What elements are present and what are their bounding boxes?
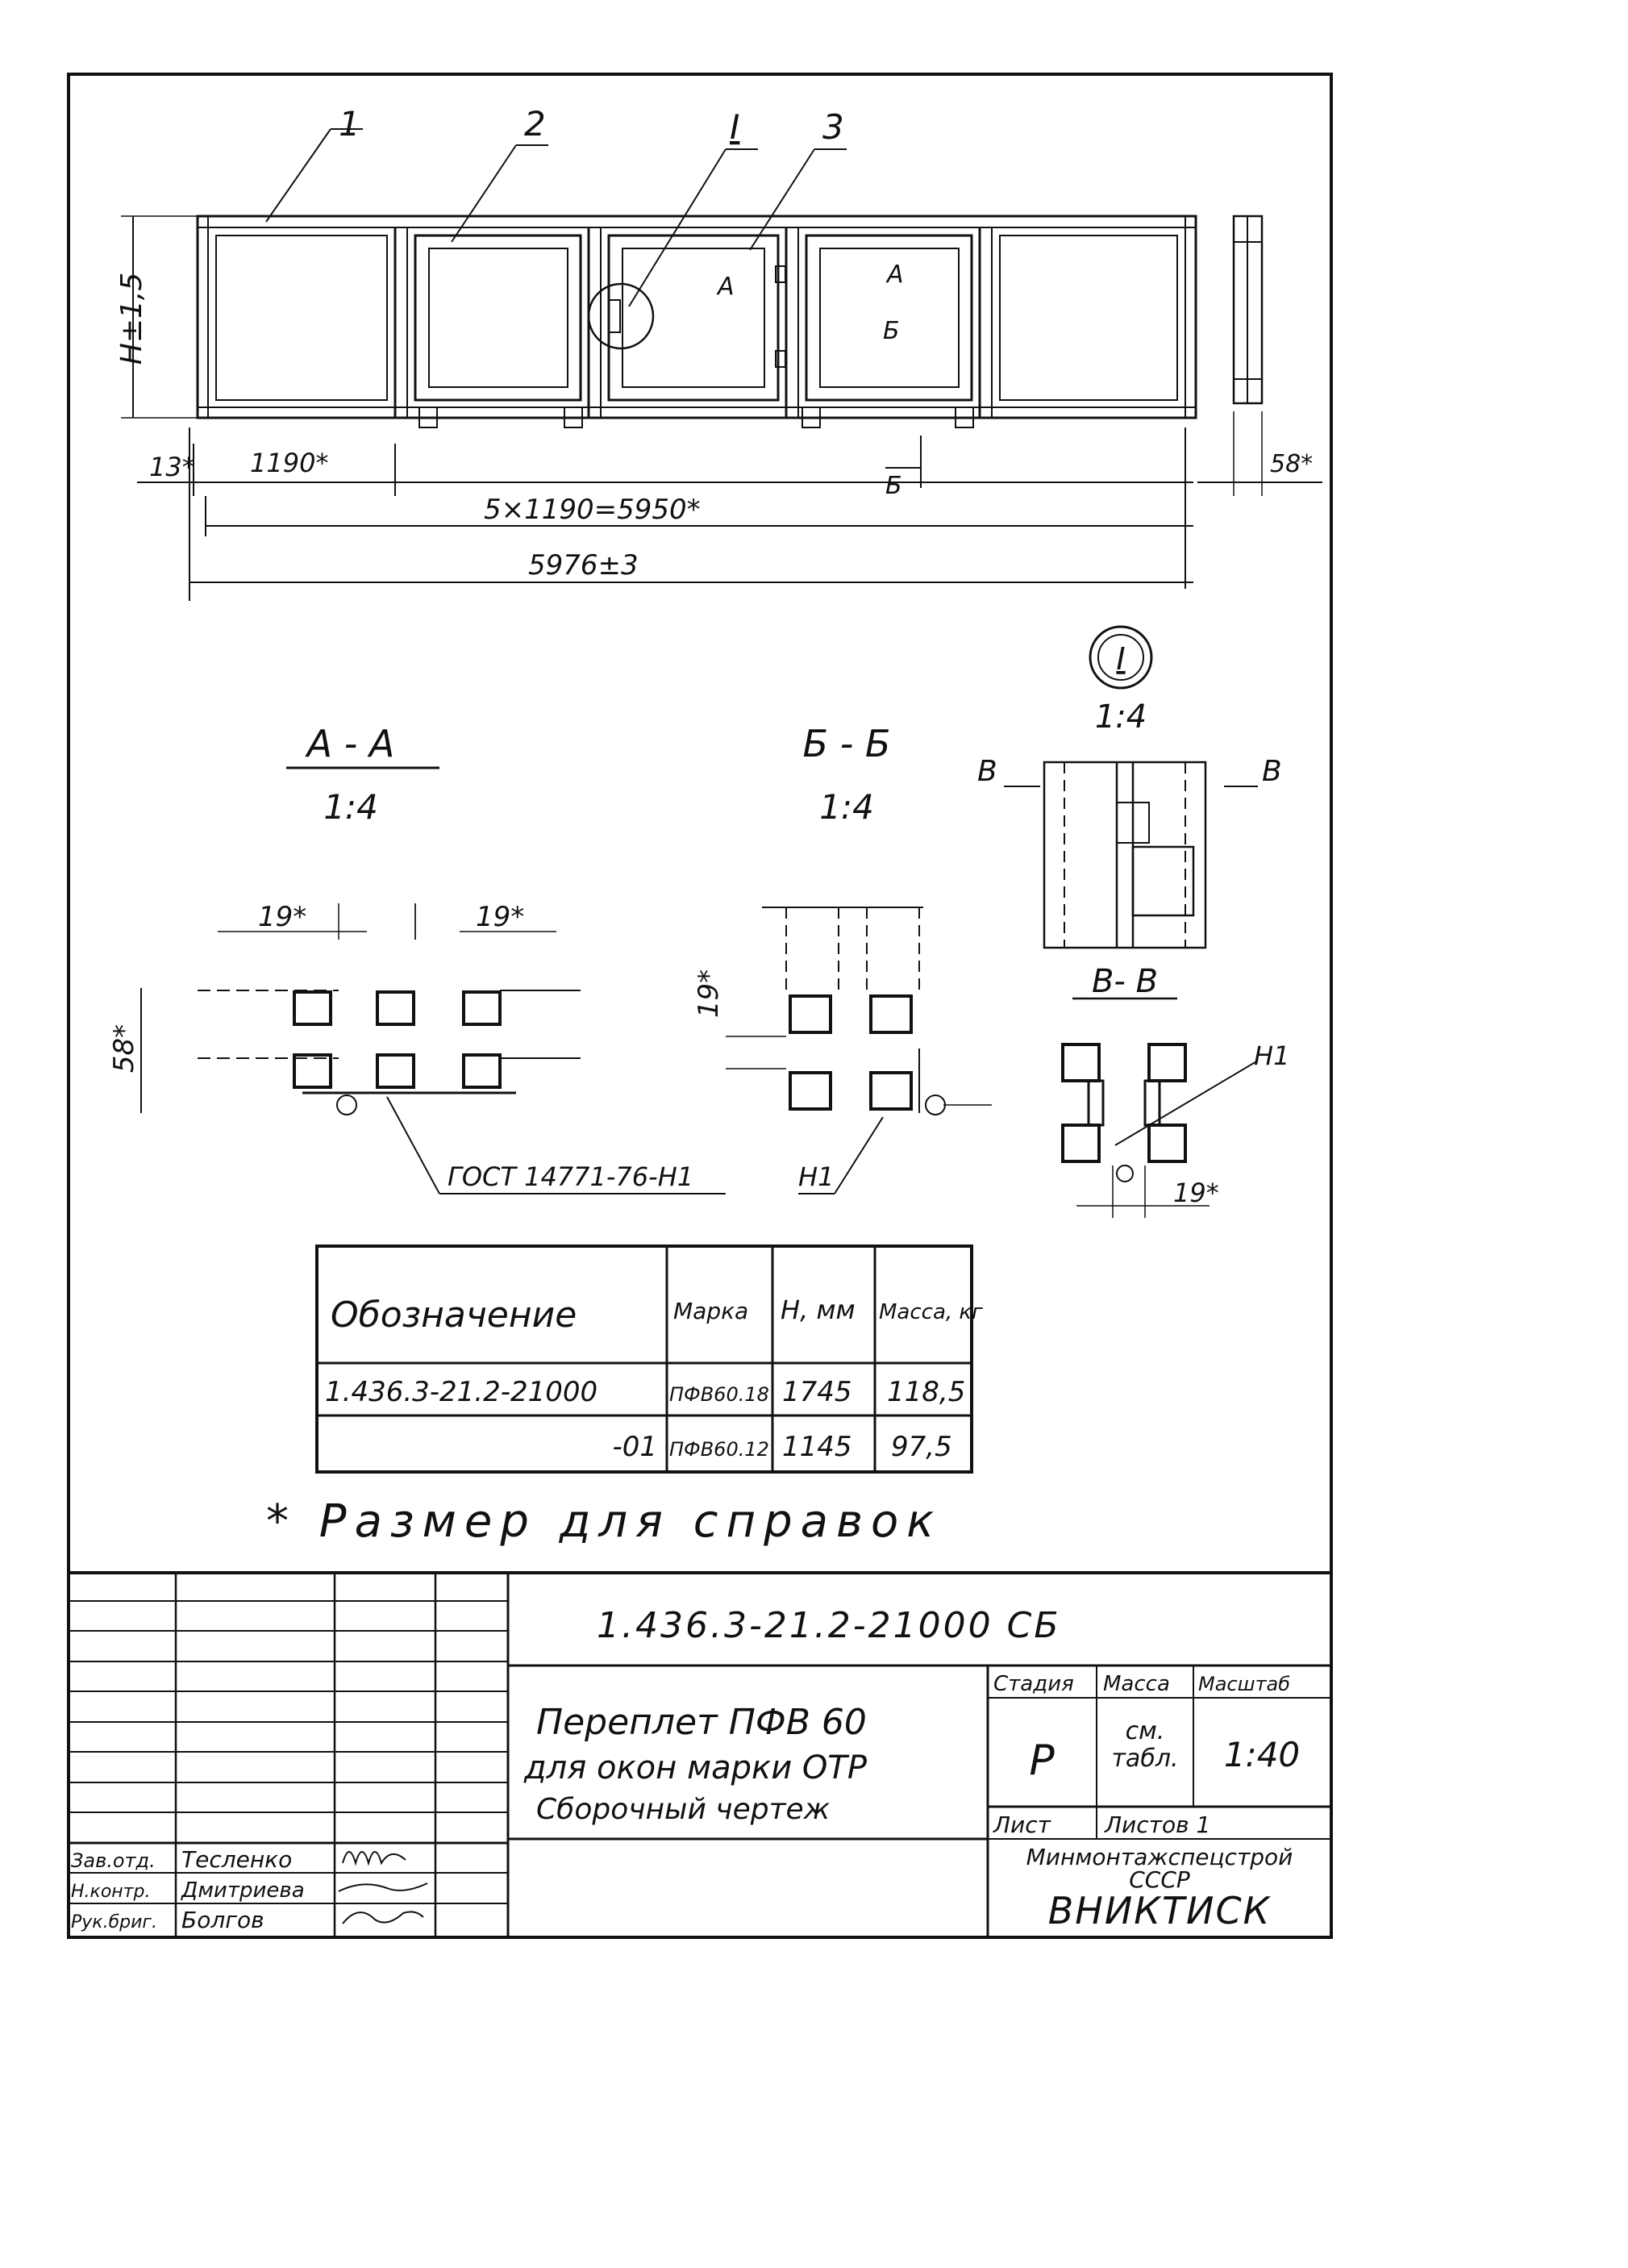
section-mark-b-bottom: Б [885,472,902,500]
table-header-mark: Марка [673,1298,748,1324]
table-header-designation: Обозначение [331,1295,577,1336]
table-row-1-designation: 1.436.3-21.2-21000 [325,1376,597,1408]
table-row-1-mass: 118,5 [887,1376,965,1408]
table-row-1-mark: ПФВ60.18 [669,1383,769,1406]
org-name: ВНИКТИСК [1048,1889,1272,1932]
dim-overall: 5976±3 [528,549,639,582]
section-mark-b-top: Б [883,317,900,345]
signer-2-name: Дмитриева [181,1878,305,1903]
callout-2: 2 [524,104,546,144]
section-aa-dim-right: 19* [476,901,524,933]
dim-depth: 58* [1270,450,1313,478]
signature-1 [342,1851,406,1866]
col-mass: Масса [1103,1672,1170,1696]
section-aa-drawing [140,903,726,1194]
detail-scale: 1:4 [1095,698,1147,736]
mass-value-box: см. табл. [1111,1718,1179,1773]
section-mark-a-left: А [716,273,735,301]
detail-marker-label: I [1116,641,1125,677]
section-bb-title: Б - Б [803,722,891,765]
section-bb-note: Н1 [798,1161,834,1192]
section-aa-title: А - А [305,722,395,765]
section-vv-drawing [1061,1043,1259,1218]
table-header-height: Н, мм [781,1295,856,1325]
callout-1: 1 [339,104,360,144]
dim-module: 1190* [250,448,328,478]
table-row-2-mark: ПФВ60.12 [669,1438,769,1461]
callout-I: I [730,107,739,147]
signer-1-role: Зав.отд. [71,1849,156,1872]
signature-2 [338,1882,428,1892]
scale-value: 1:40 [1224,1735,1300,1774]
stage-value: Р [1029,1736,1055,1785]
cut-label-left: В [977,755,997,788]
title-block-grid [69,1571,1331,1937]
detail-marker-circle [1089,625,1153,690]
table-row-2-height: 1145 [782,1431,852,1463]
main-view [196,128,1264,428]
sheets-label: Листов 1 [1104,1811,1210,1838]
dimension-lines [121,215,1322,601]
section-aa-scale: 1:4 [323,787,378,827]
title-line-1: Переплет ПФВ 60 [536,1702,867,1743]
signature-3 [342,1911,424,1924]
dim-height: H±1,5 [115,273,148,365]
section-bb-dim: 19* [693,969,725,1018]
cut-label-right: В [1262,755,1282,788]
col-stage: Стадия [993,1672,1074,1696]
dim-left-offset: 13* [149,452,195,482]
table-row-1-height: 1745 [782,1376,852,1408]
title-line-2: для окон марки ОТР [523,1749,868,1786]
sheet-label: Лист [993,1811,1051,1838]
section-bb-drawing [726,907,992,1194]
section-mark-a-right: А [885,261,904,289]
detail-I-drawing [1004,761,1258,949]
view-vv-title: В- В [1092,963,1158,1000]
signer-3-role: Рук.бриг. [71,1912,157,1932]
mass-value: см. табл. [1111,1718,1179,1773]
spec-table [315,1244,973,1474]
table-row-2-designation: -01 [612,1431,657,1463]
org-line-1: Минмонтажспецстрой [1026,1844,1293,1870]
section-aa-dim-height: 58* [108,1024,140,1073]
section-aa-dim-left: 19* [258,901,306,933]
signer-1-name: Тесленко [181,1846,292,1873]
signer-3-name: Болгов [181,1907,264,1933]
org-line-2: СССР [1129,1866,1190,1893]
dim-modules-total: 5×1190=5950* [484,494,701,526]
signer-2-role: Н.контр. [71,1882,150,1902]
callout-3: 3 [822,107,844,147]
table-header-mass: Масса, кг [879,1300,983,1324]
section-vv-note: Н1 [1254,1040,1289,1071]
section-bb-scale: 1:4 [819,787,874,827]
table-row-2-mass: 97,5 [891,1431,952,1463]
section-vv-dim: 19* [1173,1178,1219,1208]
doc-code: 1.436.3-21.2-21000 СБ [597,1605,1061,1646]
section-aa-note: ГОСТ 14771-76-Н1 [448,1161,693,1192]
footnote: * Размер для справок [266,1495,942,1548]
col-scale: Масштаб [1198,1673,1290,1695]
sheet-frame [67,73,1333,1939]
title-line-3: Сборочный чертеж [536,1793,831,1826]
